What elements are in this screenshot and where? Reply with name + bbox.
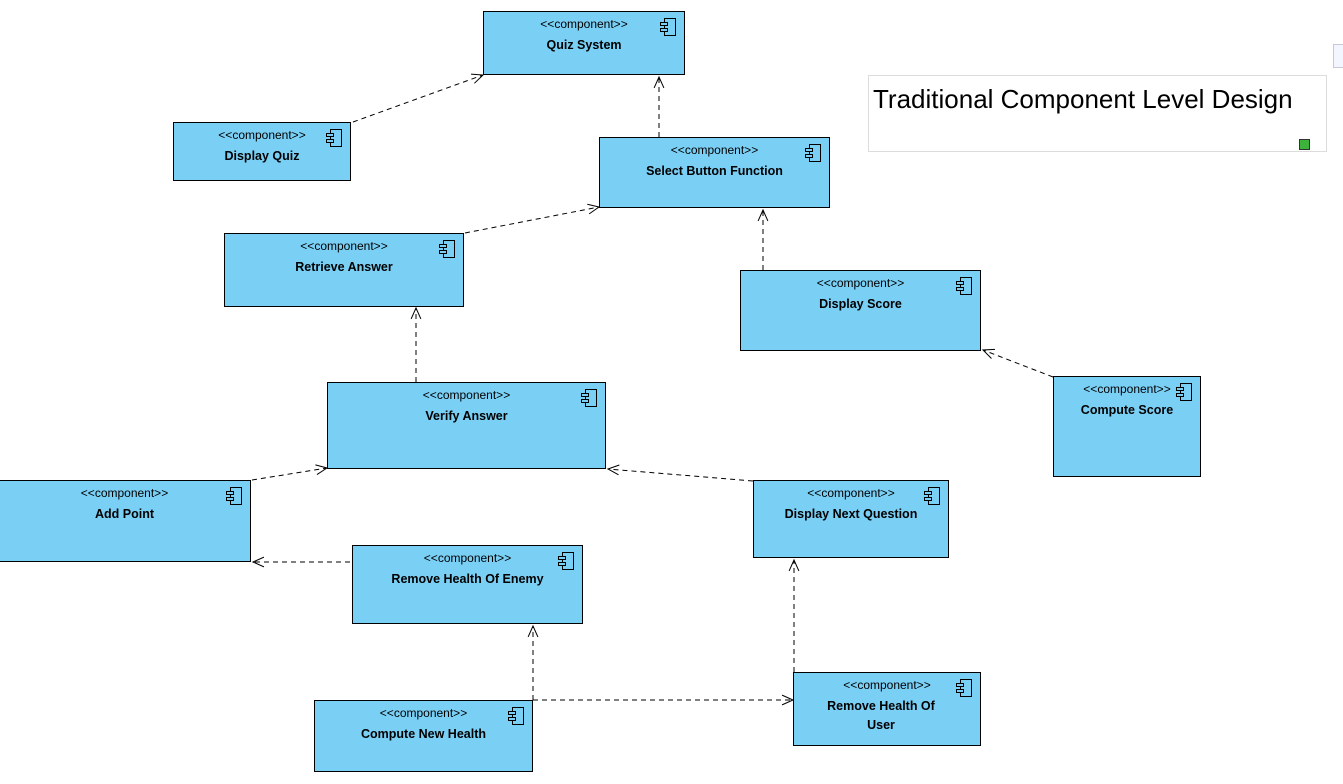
arrowhead-icon xyxy=(653,75,665,89)
component-stereotype: <<component>> xyxy=(816,276,905,290)
arrowhead-icon xyxy=(981,348,996,359)
resize-handle-icon[interactable] xyxy=(1299,139,1310,150)
arrowhead-icon xyxy=(251,556,265,568)
diagram-title: Traditional Component Level Design xyxy=(873,84,1293,114)
component-remove-health-of-user[interactable]: <<component>> Remove Health Of User xyxy=(793,672,981,746)
dependency-arrow-display-score-to-select-button-function[interactable] xyxy=(757,208,769,270)
component-display-score[interactable]: <<component>> Display Score xyxy=(740,270,981,351)
component-icon xyxy=(956,679,972,697)
component-stereotype: <<component>> xyxy=(807,486,895,500)
dependency-arrow-compute-new-health-to-remove-health-of-enemy[interactable] xyxy=(527,624,539,700)
dependency-arrow-compute-new-health-to-remove-health-of-user[interactable] xyxy=(533,694,795,706)
dependency-arrow-select-button-function-to-quiz-system[interactable] xyxy=(653,75,665,137)
component-verify-answer[interactable]: <<component>> Verify Answer xyxy=(327,382,606,469)
component-stereotype: <<component>> xyxy=(422,388,511,402)
component-name: Verify Answer xyxy=(425,409,508,423)
dependency-arrow-remove-health-of-enemy-to-add-point[interactable] xyxy=(251,556,350,568)
component-icon xyxy=(956,277,972,295)
component-icon xyxy=(660,18,676,36)
component-stereotype: <<component>> xyxy=(1083,382,1171,396)
component-icon xyxy=(924,487,940,505)
component-compute-new-health[interactable]: <<component>> Compute New Health xyxy=(314,700,533,772)
component-add-point[interactable]: <<component>> Add Point xyxy=(0,480,251,562)
component-name: Display Next Question xyxy=(784,507,918,521)
component-name: Remove Health Of User xyxy=(827,699,935,732)
component-stereotype: <<component>> xyxy=(80,486,169,500)
component-name: Compute Score xyxy=(1080,403,1174,417)
component-stereotype: <<component>> xyxy=(540,17,628,31)
dependency-arrow-verify-answer-to-retrieve-answer[interactable] xyxy=(410,306,422,382)
component-compute-score[interactable]: <<component>> Compute Score xyxy=(1053,376,1201,477)
component-select-button-function[interactable]: <<component>> Select Button Function xyxy=(599,137,830,208)
dependency-arrow-add-point-to-verify-answer[interactable] xyxy=(251,464,329,481)
component-stereotype: <<component>> xyxy=(300,239,388,253)
component-icon xyxy=(439,240,455,258)
component-icon xyxy=(1176,383,1192,401)
dependency-arrow-remove-health-of-user-to-display-next-question[interactable] xyxy=(788,558,800,672)
arrowhead-icon xyxy=(470,73,485,84)
arrowhead-icon xyxy=(606,464,620,476)
component-stereotype: <<component>> xyxy=(218,128,306,142)
component-quiz-system[interactable]: <<component>> Quiz System xyxy=(483,11,685,75)
component-name: Remove Health Of Enemy xyxy=(391,572,544,586)
component-name: Quiz System xyxy=(546,38,622,52)
component-name: Compute New Health xyxy=(360,727,486,741)
component-name: Retrieve Answer xyxy=(295,260,393,274)
arrowhead-icon xyxy=(527,624,539,638)
dependency-arrow-retrieve-answer-to-select-button-function[interactable] xyxy=(464,203,601,234)
component-retrieve-answer[interactable]: <<component>> Retrieve Answer xyxy=(224,233,464,307)
component-stereotype: <<component>> xyxy=(670,143,759,157)
component-remove-health-of-enemy[interactable]: <<component>> Remove Health Of Enemy xyxy=(352,545,583,624)
dependency-arrow-display-next-question-to-verify-answer[interactable] xyxy=(606,464,754,482)
component-display-quiz[interactable]: <<component>> Display Quiz xyxy=(173,122,351,181)
dependency-arrow-compute-score-to-display-score[interactable] xyxy=(981,348,1054,378)
component-stereotype: <<component>> xyxy=(843,678,931,692)
dependency-arrow-display-quiz-to-quiz-system[interactable] xyxy=(352,73,485,123)
collapsed-panel-icon[interactable] xyxy=(1333,44,1343,68)
component-icon xyxy=(558,552,574,570)
component-icon xyxy=(805,144,821,162)
component-name: Display Quiz xyxy=(224,149,300,163)
component-icon xyxy=(581,389,597,407)
component-name: Display Score xyxy=(819,297,902,311)
component-icon xyxy=(326,129,342,147)
arrowhead-icon xyxy=(410,306,422,320)
component-display-next-question[interactable]: <<component>> Display Next Question xyxy=(753,480,949,558)
component-stereotype: <<component>> xyxy=(423,551,512,565)
component-icon xyxy=(226,487,242,505)
component-name: Select Button Function xyxy=(646,164,783,178)
component-icon xyxy=(508,707,524,725)
arrowhead-icon xyxy=(757,208,769,222)
arrowhead-icon xyxy=(788,558,800,572)
component-stereotype: <<component>> xyxy=(379,706,468,720)
component-name: Add Point xyxy=(94,507,154,521)
diagram-title-box[interactable]: Traditional Component Level Design xyxy=(868,75,1327,152)
